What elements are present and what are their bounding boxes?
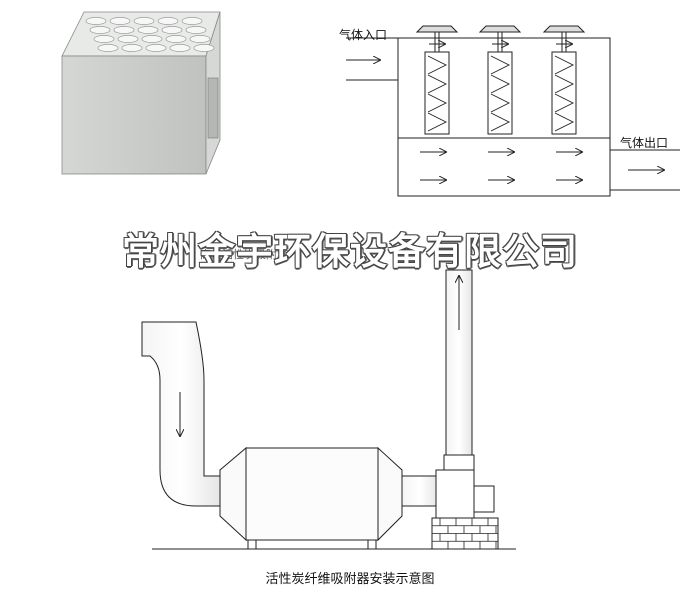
- box-top-caps: [85, 17, 215, 52]
- column-zigzag: [554, 93, 575, 113]
- box-cap: [137, 26, 159, 34]
- brick-pattern: [432, 517, 498, 549]
- inlet-duct: [141, 321, 221, 507]
- box-cap: [189, 35, 211, 43]
- adsorber-left-cone: [219, 446, 247, 542]
- box-side-port: [207, 77, 219, 139]
- column-hood: [478, 25, 522, 33]
- box-cap: [145, 44, 167, 52]
- box-cap: [93, 35, 115, 43]
- box-cap: [141, 35, 163, 43]
- column-zigzag: [427, 74, 448, 94]
- box-cap: [85, 17, 107, 25]
- box-cap: [133, 17, 155, 25]
- carbon-columns: [415, 25, 586, 135]
- column-hood: [542, 25, 586, 33]
- box-cap: [157, 17, 179, 25]
- diagram-subtitle: 高效活性炭吸附塔: [200, 248, 288, 261]
- column-zigzag: [554, 55, 575, 75]
- fan-motor: [473, 485, 495, 513]
- box-cap: [117, 35, 139, 43]
- carbon-column: [415, 25, 459, 135]
- column-zigzag: [490, 112, 511, 132]
- installation-drawing: [141, 269, 516, 550]
- lower-flow-arrows: [420, 152, 582, 180]
- box-cap: [97, 44, 119, 52]
- column-zigzag: [554, 74, 575, 94]
- box-cap: [169, 44, 191, 52]
- column-hood: [415, 25, 459, 33]
- carbon-column: [542, 25, 586, 135]
- box-cap: [89, 26, 111, 34]
- column-zigzag: [554, 112, 575, 132]
- box-cap: [185, 26, 207, 34]
- adsorber-box-3d: [61, 11, 221, 175]
- leg-right: [367, 539, 377, 550]
- leg-left: [247, 539, 257, 550]
- carbon-column: [478, 25, 522, 135]
- column-zigzag: [490, 93, 511, 113]
- stack-base: [443, 454, 475, 471]
- column-zigzag: [427, 112, 448, 132]
- column-zigzag: [427, 93, 448, 113]
- box-cap: [165, 35, 187, 43]
- column-zigzag: [490, 74, 511, 94]
- fan-housing: [435, 469, 475, 519]
- column-zigzag: [490, 55, 511, 75]
- box-cap: [109, 17, 131, 25]
- box-cap: [113, 26, 135, 34]
- company-watermark: 常州金宇环保设备有限公司: [122, 230, 578, 273]
- gas-inlet-label: 气体入口: [339, 28, 388, 42]
- diagram-caption: 活性炭纤维吸附器安装示意图: [265, 572, 435, 587]
- box-cap: [121, 44, 143, 52]
- flow-schematic: [346, 25, 680, 197]
- box-front-face: [61, 55, 207, 175]
- gas-outlet-label: 气体出口: [620, 136, 669, 150]
- adsorber-body: [245, 447, 379, 541]
- outlet-connector: [401, 475, 439, 507]
- box-cap: [193, 44, 215, 52]
- lower-chamber: [397, 137, 611, 197]
- adsorber-right-cone: [377, 446, 403, 542]
- column-zigzag: [427, 55, 448, 75]
- box-cap: [161, 26, 183, 34]
- box-cap: [181, 17, 203, 25]
